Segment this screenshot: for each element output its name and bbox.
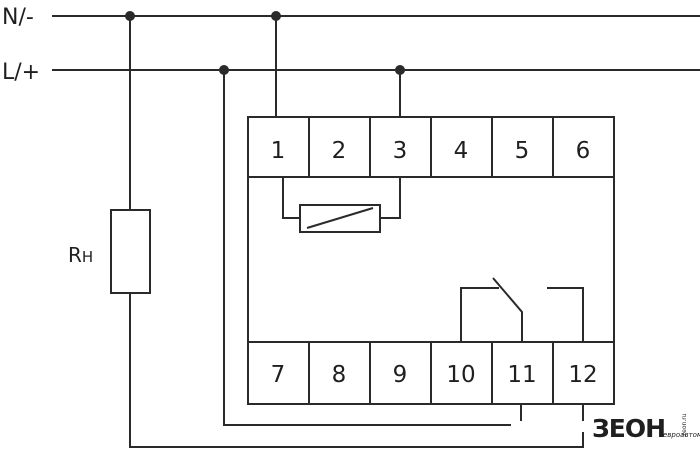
terminal-cell (308, 116, 371, 178)
terminal-cell (247, 116, 310, 178)
terminal-label: 12 (568, 362, 597, 388)
relay-coil (282, 177, 401, 233)
terminal-cell (430, 341, 493, 405)
l-line-label: L/+ (2, 60, 40, 85)
terminal-label: 4 (454, 138, 469, 164)
terminal-cell (552, 116, 615, 178)
resistor-label: RH (68, 243, 93, 267)
logo-subtitle: евроавтоматика (663, 431, 700, 439)
terminal-cell (369, 116, 432, 178)
terminal-label: 8 (332, 362, 347, 388)
terminal-label: 11 (507, 362, 536, 388)
contact-common-blade (492, 277, 523, 342)
terminal-label: 6 (576, 138, 591, 164)
contact-nc-arm (460, 287, 499, 342)
terminal-label: 7 (271, 362, 286, 388)
n-line-label: N/- (2, 5, 34, 30)
terminal-cell (308, 341, 371, 405)
bottom-terminal-row: 7 8 9 10 11 12 (247, 341, 615, 405)
brand-logo: ЗЕОН zeon.ru евроавтоматика (592, 413, 700, 443)
terminal-label: 10 (446, 362, 475, 388)
terminal-label: 2 (332, 138, 347, 164)
terminal-cell (491, 341, 554, 405)
coil-diagonal (306, 207, 374, 229)
terminal-label: 3 (393, 138, 408, 164)
load-resistor (110, 209, 151, 294)
logo-wordmark: ЗЕОН (592, 414, 665, 443)
terminal-label: 5 (515, 138, 530, 164)
top-terminal-row: 1 2 3 4 5 6 (247, 116, 615, 178)
coil-lead-right (380, 177, 401, 219)
terminal-label: 9 (393, 362, 408, 388)
output-contact (460, 277, 584, 342)
l-to-contact-wire (223, 70, 511, 426)
terminal-label: 1 (271, 138, 286, 164)
load-return-wire (129, 293, 584, 448)
contact-no-arm (547, 287, 584, 342)
logo-tagline: zeon.ru (681, 413, 688, 436)
terminal-cell (552, 341, 615, 405)
coil-lead-left (282, 177, 300, 219)
